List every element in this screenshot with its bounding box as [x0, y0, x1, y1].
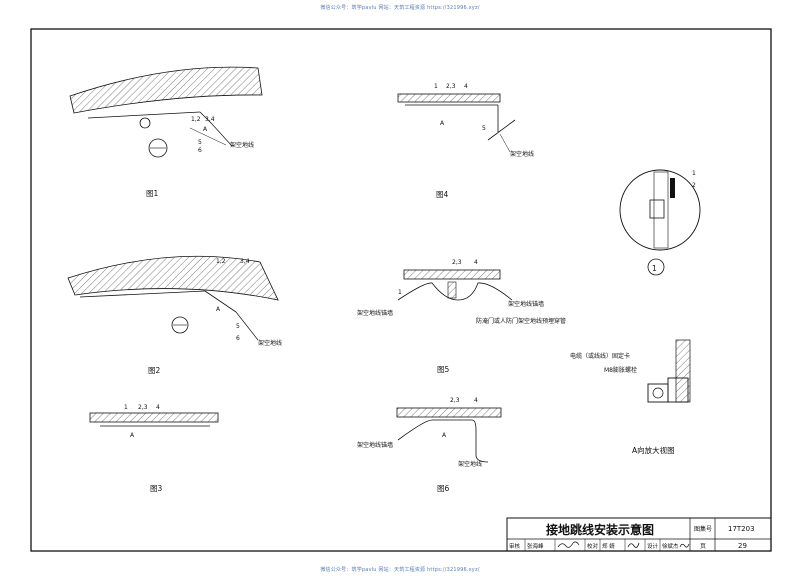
fig1-tunnel-arch	[69, 66, 263, 114]
fig1-callout: 架空地线	[230, 141, 254, 149]
fig5-label-4: 4	[474, 259, 478, 266]
fig2-detail-marker	[171, 316, 189, 334]
fig2-label-5: 5	[236, 323, 240, 330]
fig3-label-4: 4	[156, 404, 160, 411]
fig1-label-a: A	[203, 126, 208, 133]
fig5-ceiling	[403, 269, 501, 280]
fig4-label-a: A	[440, 120, 445, 127]
title-block-review-label: 审核	[509, 542, 521, 550]
fig2-label-6: 6	[236, 335, 240, 342]
watermark-bottom: 微信公众号：筑学pavlu 网站：天筑工程资源 https://321996.x…	[320, 567, 480, 573]
title-block-atlas-label: 图集号	[694, 525, 712, 533]
fig4-label-23: 2,3	[446, 83, 456, 90]
detail-1: 1 2 1	[619, 169, 701, 276]
title-block-check-label: 校对	[587, 542, 599, 550]
fig1-label-34: 3,4	[205, 116, 215, 123]
fig2-callout: 架空地线	[258, 339, 282, 347]
fig4-label-1: 1	[434, 83, 438, 90]
title-block-designer: 徐斌杰	[662, 542, 679, 550]
fig5-callout-pipe: 防淹门或人防门架空地线预埋穿管	[476, 317, 566, 325]
title-block-page-no: 29	[738, 542, 747, 550]
viewa-label-clip: 电缆（或线线）固定卡	[570, 352, 630, 360]
fig4-caption: 图4	[436, 190, 448, 199]
fig6-callout-bottom: 架空地线	[458, 460, 482, 468]
fig5-callout-left: 架空地线锚墙	[357, 309, 393, 317]
view-a: 电缆（或线线）固定卡 M8膨胀螺栓 A向放大视图	[570, 339, 691, 455]
figure-4: 1 2,3 4 A 5 架空地线 图4	[397, 83, 534, 199]
viewa-caption: A向放大视图	[632, 445, 675, 455]
figure-5: 2,3 4 1 架空地线锚墙 架空地线锚墙 防淹门或人防门架空地线预埋穿管 图5	[357, 259, 566, 374]
figure-3: 1 2,3 4 A 图3	[89, 404, 219, 493]
fig1-caption: 图1	[146, 189, 158, 198]
fig6-callout-left: 架空地线锚墙	[357, 441, 393, 449]
fig3-caption: 图3	[150, 484, 162, 493]
fig1-label-5: 5	[198, 139, 202, 146]
fig6-ceiling	[396, 407, 502, 418]
fig2-label-34: 3,4	[240, 258, 250, 265]
fig1-label-12: 1,2	[191, 116, 201, 123]
fig6-label-a: A	[442, 432, 447, 439]
fig5-callout-right: 架空地线锚墙	[508, 300, 544, 308]
fig2-caption: 图2	[148, 366, 160, 375]
fig3-label-a: A	[130, 432, 135, 439]
fig4-ceiling	[397, 93, 501, 103]
title-block-atlas-no: 17T203	[728, 525, 755, 533]
watermark-top: 微信公众号：筑学pavlu 网站：天筑工程资源 https://321996.x…	[320, 5, 480, 11]
fig2-tunnel-arch	[67, 255, 279, 301]
fig1-label-6: 6	[198, 147, 202, 154]
fig6-label-23: 2,3	[450, 397, 460, 404]
fig5-conduit	[447, 281, 457, 299]
checker-signature	[627, 542, 640, 548]
figure-2: 1,2 3,4 A 5 6 架空地线 图2	[67, 255, 282, 375]
title-block-page-label: 页	[700, 543, 706, 550]
fig3-label-1: 1	[124, 404, 128, 411]
fig5-caption: 图5	[437, 365, 449, 374]
reviewer-signature	[557, 541, 580, 548]
fig3-label-23: 2,3	[138, 404, 148, 411]
fig1-detail-marker	[148, 138, 168, 158]
detail1-label-2: 2	[692, 182, 696, 189]
designer-signature	[679, 543, 690, 548]
fig4-label-4: 4	[464, 83, 468, 90]
fig1-clamp	[139, 117, 151, 129]
fig6-caption: 图6	[437, 484, 449, 493]
title-block-checker: 郑 婧	[602, 542, 615, 550]
fig4-label-5: 5	[482, 125, 486, 132]
fig4-callout: 架空地线	[510, 150, 534, 158]
fig5-label-1: 1	[398, 289, 402, 296]
sheet-border	[30, 28, 772, 552]
fig2-label-a: A	[216, 306, 221, 313]
fig2-label-12: 1,2	[216, 258, 226, 265]
figure-6: 2,3 4 A 架空地线锚墙 架空地线 图6	[357, 397, 502, 493]
detail1-label-1: 1	[692, 170, 696, 177]
fig5-label-23: 2,3	[452, 259, 462, 266]
title-block-reviewer: 张海峰	[527, 542, 544, 550]
title-block-title: 接地跳线安装示意图	[546, 522, 654, 537]
fig3-ceiling	[89, 412, 219, 423]
detail1-number: 1	[652, 264, 657, 273]
fig6-label-4: 4	[474, 397, 478, 404]
title-block: 接地跳线安装示意图 图集号 17T203 审核 张海峰 校对 郑 婧 设计 徐斌…	[506, 517, 772, 552]
title-block-design-label: 设计	[647, 542, 659, 550]
viewa-label-bolt: M8膨胀螺栓	[604, 366, 637, 374]
figure-1: 1,2 3,4 A 5 6 架空地线 图1	[69, 66, 263, 198]
